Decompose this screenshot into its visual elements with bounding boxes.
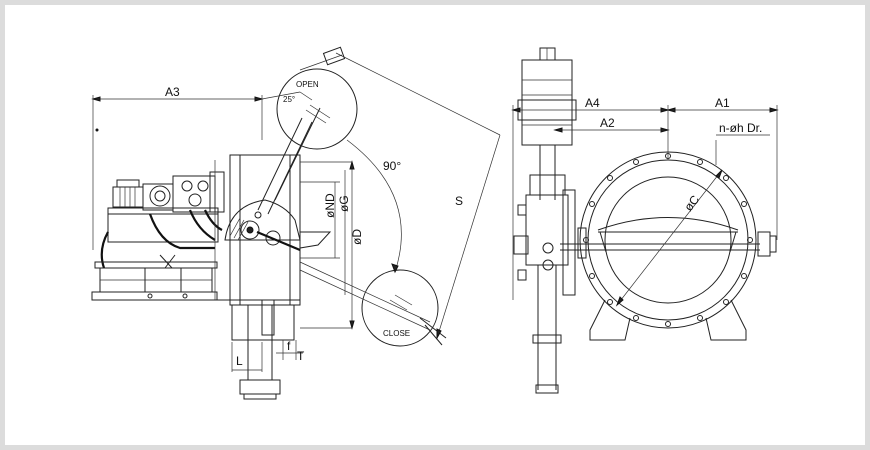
- label-d: øD: [350, 229, 364, 245]
- shaft-flange: [562, 189, 576, 296]
- label-angle-open: 25°: [283, 95, 295, 104]
- label-a4: A4: [585, 96, 600, 110]
- hydraulic-motor-unit: [91, 171, 225, 301]
- label-a3: A3: [165, 85, 180, 99]
- label-open: OPEN: [296, 80, 319, 89]
- dim-a4-a1-a2: [511, 105, 779, 300]
- label-g: øG: [337, 195, 351, 212]
- counterweight-open: [257, 46, 358, 215]
- swing-arc: [346, 139, 402, 273]
- label-l: L: [236, 354, 243, 368]
- label-close: CLOSE: [383, 329, 410, 338]
- dim-s: [335, 52, 501, 340]
- dim-c: [616, 169, 723, 306]
- left-view: A3 OPEN 25° 90° S øND øG øD CLOSE L f T: [91, 46, 501, 400]
- dim-a3: [91, 95, 264, 250]
- actuator-cylinder: [513, 47, 577, 394]
- label-t: T: [297, 349, 305, 363]
- label-a2: A2: [600, 116, 615, 130]
- right-view: A4 A1 A2 n-øh Dr. øC: [511, 47, 779, 394]
- label-s: S: [455, 194, 463, 208]
- label-holes: n-øh Dr.: [719, 121, 762, 135]
- dim-diameters: [300, 160, 355, 330]
- label-c: øC: [681, 192, 702, 213]
- label-f: f: [287, 339, 291, 353]
- valve-body-front: [577, 151, 777, 341]
- label-angle-swing: 90°: [383, 159, 401, 173]
- bolt-circle: [583, 153, 753, 327]
- dim-bottom: [231, 340, 303, 372]
- label-a1: A1: [715, 96, 730, 110]
- label-nd: øND: [323, 193, 337, 218]
- valve-body-side: [208, 154, 332, 400]
- counterweight-close: [299, 261, 447, 347]
